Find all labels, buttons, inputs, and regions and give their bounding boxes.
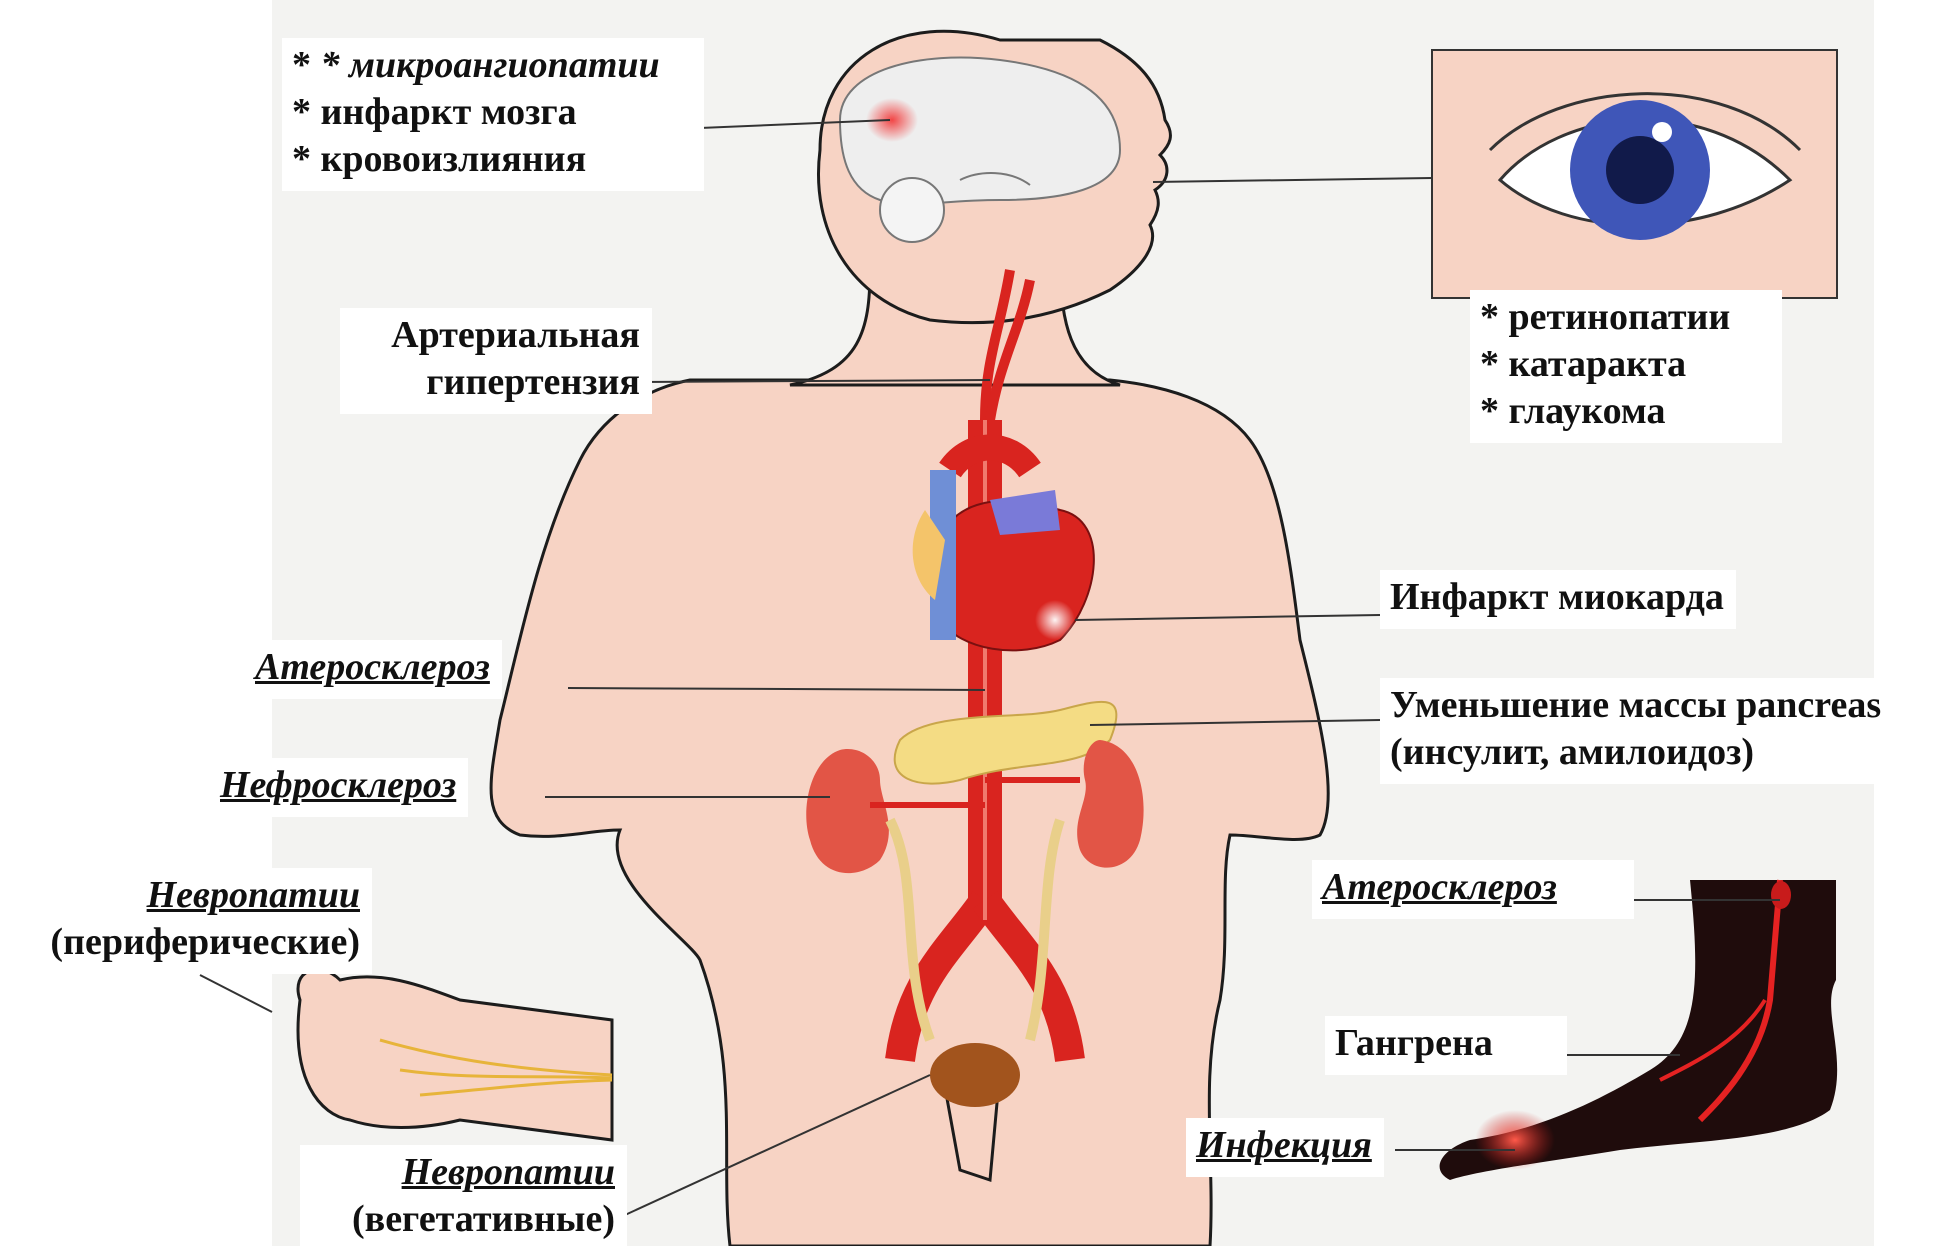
pancreas-line-2: (инсулит, амилоидоз) bbox=[1390, 729, 1920, 776]
nephrosclerosis-label: Нефросклероз bbox=[210, 758, 468, 817]
gangrene-label: Гангрена bbox=[1325, 1016, 1567, 1075]
pancreas-line-1: Уменьшение массы pancreas bbox=[1390, 682, 1920, 729]
neuropathy-autonomic-title: Невропатии bbox=[310, 1149, 615, 1196]
atherosclerosis-body-label: Атеросклероз bbox=[245, 640, 502, 699]
hypertension-line-1: Артериальная bbox=[350, 312, 640, 359]
neuropathy-peripheral-label: Невропатии (периферические) bbox=[0, 868, 372, 974]
brain-item-infarct: * инфаркт мозга bbox=[292, 89, 692, 136]
myocardial-infarction-label: Инфаркт миокарда bbox=[1380, 570, 1736, 629]
pancreas-label: Уменьшение массы pancreas (инсулит, амил… bbox=[1380, 678, 1932, 784]
brain-item-hemorrhage: * кровоизлияния bbox=[292, 136, 692, 183]
neuropathy-peripheral-title: Невропатии bbox=[10, 872, 360, 919]
neuropathy-autonomic-label: Невропатии (вегетативные) bbox=[300, 1145, 627, 1251]
eye-item-retinopathy: * ретинопатии bbox=[1480, 294, 1770, 341]
infection-label: Инфекция bbox=[1186, 1118, 1384, 1177]
neuropathy-autonomic-subtitle: (вегетативные) bbox=[310, 1196, 615, 1243]
brain-item-microangiopathy: * * микроангиопатии bbox=[292, 42, 692, 89]
eye-inset bbox=[1432, 50, 1837, 298]
hypertension-label: Артериальная гипертензия bbox=[340, 308, 652, 414]
brain-complications-label: * * микроангиопатии * инфаркт мозга * кр… bbox=[282, 38, 704, 191]
bladder bbox=[930, 1043, 1020, 1107]
atherosclerosis-foot-label: Атеросклероз bbox=[1312, 860, 1634, 919]
neuropathy-peripheral-subtitle: (периферические) bbox=[10, 919, 360, 966]
eye-item-cataract: * катаракта bbox=[1480, 341, 1770, 388]
hypertension-line-2: гипертензия bbox=[350, 359, 640, 406]
eye-complications-label: * ретинопатии * катаракта * глаукома bbox=[1470, 290, 1782, 443]
eye-item-glaucoma: * глаукома bbox=[1480, 388, 1770, 435]
